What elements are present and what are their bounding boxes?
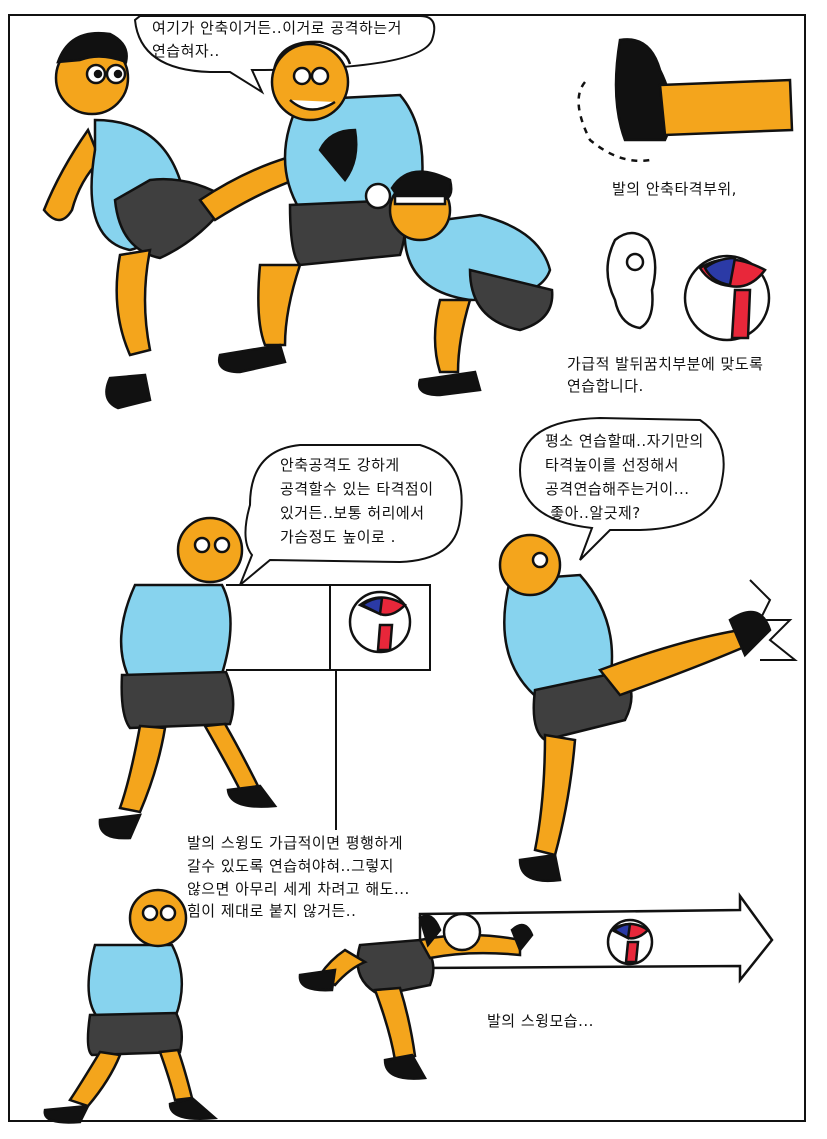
sole-print-illustration	[606, 231, 657, 330]
character-coach-bottom-left	[43, 888, 219, 1124]
speech-bottom-line-2: 갈수 있도록 연습혀야혀..그렇지	[187, 857, 394, 875]
speech-bottom-line-4: 힘이 제대로 붙지 않거든..	[187, 902, 357, 920]
speech-bottom-line-1: 발의 스윙도 가급적이면 평행하게	[187, 834, 404, 852]
character-crouching-top	[364, 170, 554, 397]
speech-bottom-line-3: 않으면 아무리 세게 차려고 해도...	[187, 880, 410, 898]
caption-swing: 발의 스윙모습...	[487, 1012, 594, 1030]
speech-bubble-middle-right	[518, 416, 725, 561]
character-swing-bottom	[298, 912, 534, 1080]
speech-top-line-1: 여기가 안축이거든..이거로 공격하는거	[152, 19, 402, 37]
character-coach-middle-kick	[498, 533, 798, 883]
caption-strike-area: 발의 안축타격부위,	[612, 180, 737, 198]
ball-top-illustration	[683, 254, 771, 342]
shoe-strike-illustration	[577, 38, 794, 162]
speech-middle-left-line-4: 가슴정도 높이로 .	[280, 528, 396, 546]
speech-top-line-2: 연습혀자..	[152, 42, 220, 60]
caption-heel-line-2: 연습합니다.	[567, 377, 644, 395]
speech-middle-left-line-3: 있거든..보통 허리에서	[280, 504, 425, 522]
character-coach-top	[217, 40, 424, 374]
speech-middle-right-line-4: 좋아..알긋제?	[545, 504, 641, 522]
character-coach-middle-left	[98, 516, 278, 840]
ball-bottom-illustration	[606, 918, 654, 966]
speech-middle-right-line-3: 공격연습해주는거이...	[545, 480, 690, 498]
speech-middle-right-line-1: 평소 연습할때..자기만의	[545, 432, 704, 450]
caption-heel-line-1: 가급적 발뒤꿈치부분에 맞도록	[567, 355, 764, 373]
ball-middle-illustration	[348, 590, 412, 654]
swing-direction-arrow	[418, 892, 774, 984]
speech-middle-left-line-2: 공격할수 있는 타격점이	[280, 480, 434, 498]
speech-middle-left-line-1: 안축공격도 강하게	[280, 456, 400, 474]
speech-bubble-middle-left	[239, 444, 463, 586]
speech-middle-right-line-2: 타격높이를 선정해서	[545, 456, 679, 474]
